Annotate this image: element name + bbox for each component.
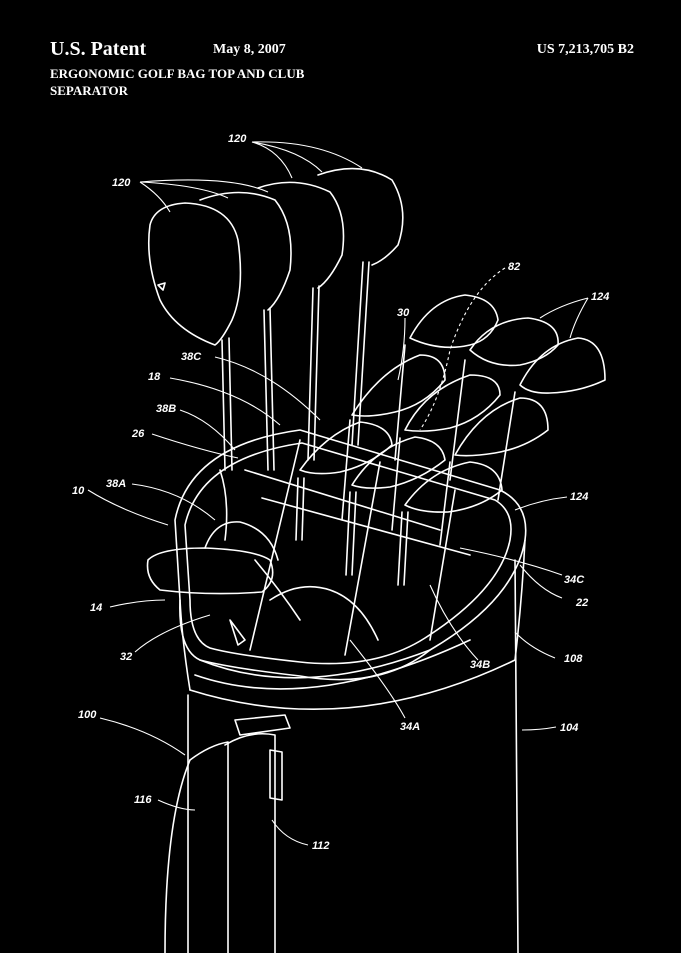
ref-10: 10 bbox=[72, 485, 85, 497]
wood-club-1 bbox=[147, 202, 242, 471]
ref-120-left: 120 bbox=[112, 177, 131, 189]
ref-108: 108 bbox=[564, 653, 583, 665]
ref-38A: 38A bbox=[106, 478, 126, 490]
ref-100: 100 bbox=[78, 709, 97, 721]
iron-club-3 bbox=[497, 337, 606, 501]
ref-124-right: 124 bbox=[570, 491, 588, 503]
patent-title-line-1: ERGONOMIC GOLF BAG TOP AND CLUB bbox=[50, 66, 305, 81]
golf-bag-body bbox=[187, 559, 519, 953]
ref-34A: 34A bbox=[400, 721, 420, 733]
reference-numerals: 120 120 82 124 30 38C 18 38B 26 38A 10 1… bbox=[72, 133, 609, 852]
iron-club-6 bbox=[439, 397, 549, 546]
ref-82: 82 bbox=[508, 261, 520, 273]
patent-date: May 8, 2007 bbox=[213, 42, 286, 57]
ref-112: 112 bbox=[312, 840, 330, 852]
iron-club-7 bbox=[295, 421, 393, 541]
shoulder-strap bbox=[164, 714, 291, 953]
iron-club-8 bbox=[345, 436, 446, 576]
ref-32: 32 bbox=[120, 651, 132, 663]
iron-club-9 bbox=[397, 461, 503, 586]
ref-38B: 38B bbox=[156, 403, 176, 415]
ref-124-top: 124 bbox=[591, 291, 609, 303]
patent-title-line-2: SEPARATOR bbox=[50, 83, 129, 98]
iron-club-4 bbox=[341, 354, 446, 521]
ref-120-top: 120 bbox=[228, 133, 247, 145]
patent-label: U.S. Patent bbox=[50, 38, 147, 60]
ref-104: 104 bbox=[560, 722, 578, 734]
ref-38C: 38C bbox=[181, 351, 202, 363]
ref-22: 22 bbox=[575, 597, 588, 609]
patent-number: US 7,213,705 B2 bbox=[536, 42, 634, 57]
ref-14: 14 bbox=[90, 602, 102, 614]
club-separator bbox=[219, 439, 471, 656]
iron-club-5 bbox=[391, 374, 501, 531]
leader-lines bbox=[87, 141, 589, 846]
iron-club-1 bbox=[394, 294, 499, 461]
wood-club-2 bbox=[199, 191, 292, 471]
putter-club bbox=[146, 521, 379, 646]
ref-26: 26 bbox=[131, 428, 145, 440]
ref-116: 116 bbox=[134, 794, 152, 806]
wood-club-3 bbox=[257, 181, 345, 461]
ref-18: 18 bbox=[148, 371, 161, 383]
ref-34C: 34C bbox=[564, 574, 585, 586]
ref-30: 30 bbox=[397, 307, 410, 319]
ref-34B: 34B bbox=[470, 659, 490, 671]
